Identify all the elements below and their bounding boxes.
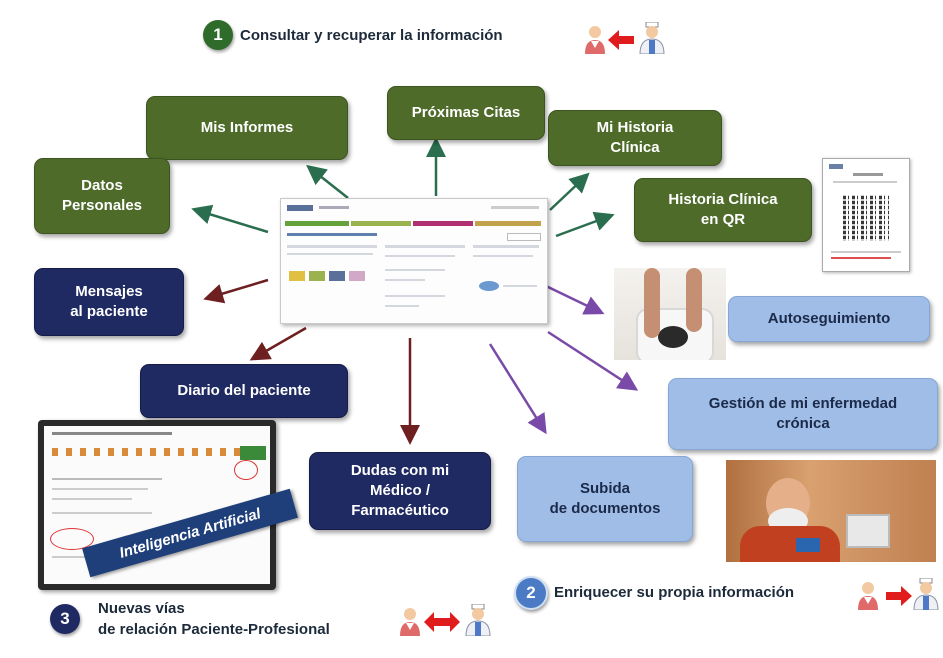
arrow-mi-historia (549, 172, 590, 211)
box-dudas: Dudas con mi Médico / Farmacéutico (309, 452, 491, 530)
patient-photo (726, 460, 936, 562)
patient-icon-2 (856, 580, 880, 610)
arrow-historia-qr (555, 211, 615, 238)
doctor-icon-2 (912, 578, 940, 610)
scale-photo (614, 268, 726, 360)
box-mis-informes: Mis Informes (146, 96, 348, 160)
step-number-2: 2 (514, 576, 548, 610)
portal-screenshot (280, 198, 548, 324)
heading-consultar: Consultar y recuperar la información (240, 27, 503, 44)
box-proximas-citas: Próximas Citas (387, 86, 545, 140)
heading-enriquecer: Enriquecer su propia información (554, 584, 795, 601)
box-historia-qr: Historia Clínica en QR (634, 178, 812, 242)
red-right-arrow-icon (886, 586, 912, 606)
red-left-arrow-icon (608, 30, 634, 50)
box-gestion-enfermedad: Gestión de mi enfermedad crónica (668, 378, 938, 450)
arrow-datos-personales (191, 204, 269, 234)
box-datos-personales: Datos Personales (34, 158, 170, 234)
box-autoseguimiento: Autoseguimiento (728, 296, 930, 342)
heading-nuevas-vias: Nuevas vías de relación Paciente-Profesi… (98, 600, 330, 638)
patient-icon (583, 24, 607, 54)
arrow-gestion (547, 330, 639, 391)
arrow-mis-informes (306, 164, 349, 199)
doctor-icon (638, 22, 666, 54)
red-double-arrow-icon (424, 612, 460, 632)
arrow-subida (488, 343, 547, 435)
box-diario: Diario del paciente (140, 364, 348, 418)
patient-icon-3 (398, 606, 422, 636)
doctor-icon-3 (464, 604, 492, 636)
box-mi-historia-clinica: Mi Historia Clínica (548, 110, 722, 166)
arrow-diario (249, 326, 307, 361)
step-number-3: 3 (50, 604, 80, 634)
box-mensajes: Mensajes al paciente (34, 268, 184, 336)
box-subida-documentos: Subida de documentos (517, 456, 693, 542)
step-number-1: 1 (203, 20, 233, 50)
arrow-autoseguimiento (545, 284, 605, 315)
qr-document-image (822, 158, 910, 272)
arrow-mensajes (203, 278, 269, 304)
